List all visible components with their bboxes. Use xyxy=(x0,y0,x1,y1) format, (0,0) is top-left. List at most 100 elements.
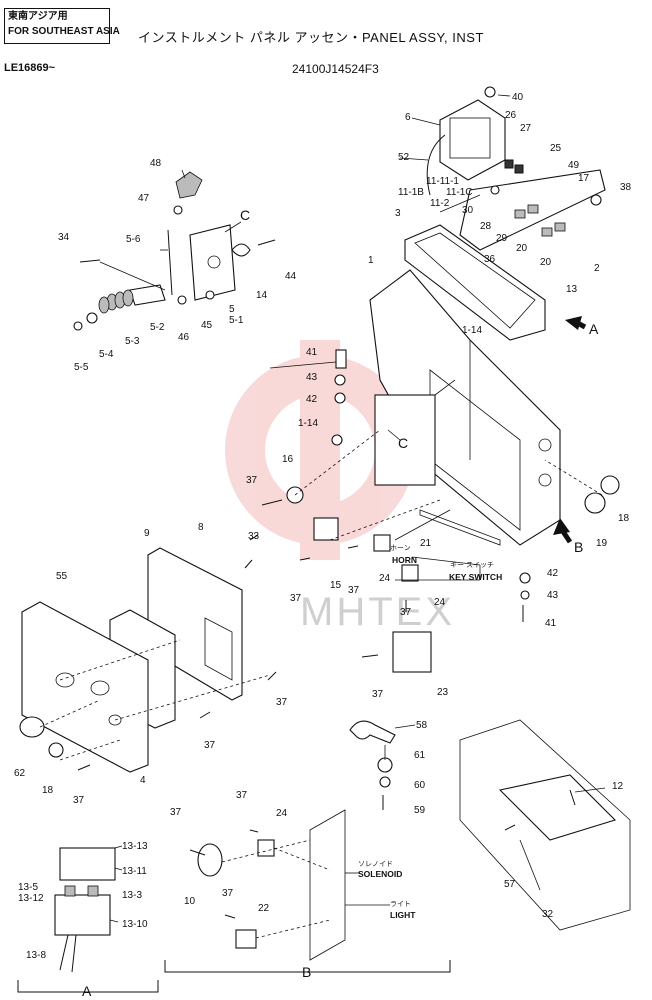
callout: 37 xyxy=(246,475,258,486)
horn-label: HORN xyxy=(392,555,417,565)
callout: 47 xyxy=(138,193,150,204)
callout: 13-3 xyxy=(122,890,142,901)
part-number: 24100J14524F3 xyxy=(292,62,379,76)
callout: 37 xyxy=(400,607,412,618)
callout: 61 xyxy=(414,750,426,761)
diagram-title: インストルメント パネル アッセン・PANEL ASSY, INST xyxy=(138,30,484,45)
detail-b-wiring xyxy=(164,809,451,973)
callout: 13-5 xyxy=(18,882,38,893)
callout: 2 xyxy=(594,263,600,274)
callout: 24 xyxy=(276,808,288,819)
callout: 29 xyxy=(496,233,508,244)
view-arrows xyxy=(553,316,587,544)
callout: 37 xyxy=(290,593,302,604)
callout-labels: 40 6 26 27 52 25 49 17 11-11-1 11-1B 11-… xyxy=(14,92,632,999)
solenoid-label: SOLENOID xyxy=(358,869,402,879)
callout: 11-2 xyxy=(430,198,450,209)
callout: 14 xyxy=(256,290,268,301)
light-label: LIGHT xyxy=(390,910,416,920)
serial-range: LE16869~ xyxy=(4,62,56,74)
callout: 13 xyxy=(566,284,578,295)
callout: 11-1B xyxy=(398,187,424,198)
hardware-group xyxy=(249,349,620,673)
callout: 48 xyxy=(150,158,162,169)
callout: 10 xyxy=(184,896,196,907)
callout: 21 xyxy=(420,538,432,549)
watermark-text: MHTEX xyxy=(300,590,455,634)
callout: 28 xyxy=(480,221,492,232)
callout: 1 xyxy=(368,255,374,266)
callout: 45 xyxy=(201,320,213,331)
callout: 11-11-1 xyxy=(426,176,459,187)
leader-lines xyxy=(39,94,606,923)
callout: 17 xyxy=(578,173,590,184)
callout: 60 xyxy=(414,780,426,791)
solenoid-label-jp: ソレノイド xyxy=(358,861,393,868)
horn-label-jp: ホーン xyxy=(390,544,411,552)
callout: 11-1C xyxy=(446,187,473,198)
callout: 27 xyxy=(520,123,532,134)
callout: 55 xyxy=(56,571,68,582)
callout: 13-8 xyxy=(26,950,46,961)
detail-a-relay xyxy=(17,847,159,993)
callout: 8 xyxy=(198,522,204,533)
callout: 5-2 xyxy=(150,322,165,333)
callout: 62 xyxy=(14,768,26,779)
callout: 43 xyxy=(547,590,559,601)
callout: 41 xyxy=(545,618,557,629)
detail-label-b: B xyxy=(302,964,311,980)
callout: 42 xyxy=(306,394,318,405)
meter-panel-group xyxy=(426,86,606,251)
callout: 52 xyxy=(398,152,410,163)
callout: 37 xyxy=(73,795,85,806)
callout: 20 xyxy=(540,257,552,268)
callout: 5-1 xyxy=(229,315,244,326)
section-label-c2: C xyxy=(398,435,408,451)
light-label-jp: ライト xyxy=(390,900,411,908)
callout: 24 xyxy=(379,573,391,584)
callout: 44 xyxy=(285,271,297,282)
callout: 19 xyxy=(596,538,608,549)
callout: 32 xyxy=(542,909,554,920)
callout: 49 xyxy=(568,160,580,171)
watermark-logo xyxy=(225,340,415,560)
callout: 46 xyxy=(178,332,190,343)
view-label-a: A xyxy=(589,321,599,337)
callout: 57 xyxy=(504,879,516,890)
callout: 24 xyxy=(434,597,446,608)
lever-assembly xyxy=(73,171,276,331)
callout: 13-10 xyxy=(122,919,148,930)
callout: 16 xyxy=(282,454,294,465)
view-label-b: B xyxy=(574,539,583,555)
callout: 1-14 xyxy=(298,418,318,429)
callout: 9 xyxy=(144,528,150,539)
lower-bracket xyxy=(349,719,631,931)
callout: 37 xyxy=(236,790,248,801)
callout: 15 xyxy=(330,580,342,591)
callout: 6 xyxy=(405,112,411,123)
callout: 20 xyxy=(516,243,528,254)
callout: 18 xyxy=(618,513,630,524)
callout: 5-3 xyxy=(125,336,140,347)
callout: 36 xyxy=(484,254,496,265)
callout: 3 xyxy=(395,208,401,219)
callout: 37 xyxy=(372,689,384,700)
callout: 58 xyxy=(416,720,428,731)
callout: 23 xyxy=(437,687,449,698)
keyswitch-label-jp: キー スイッチ xyxy=(450,561,494,569)
callout: 5-6 xyxy=(126,234,141,245)
callout: 13-11 xyxy=(122,866,147,877)
callout: 42 xyxy=(547,568,559,579)
callout: 59 xyxy=(414,805,426,816)
callout: 37 xyxy=(170,807,182,818)
callout: 1-14 xyxy=(462,325,482,336)
callout: 25 xyxy=(550,143,562,154)
callout: 13-13 xyxy=(122,841,148,852)
callout: 37 xyxy=(204,740,216,751)
callout: 38 xyxy=(620,182,632,193)
region-box: 東南アジア用 FOR SOUTHEAST ASIA xyxy=(4,8,120,44)
callout: 5 xyxy=(229,304,235,315)
cover-plates xyxy=(19,547,277,773)
